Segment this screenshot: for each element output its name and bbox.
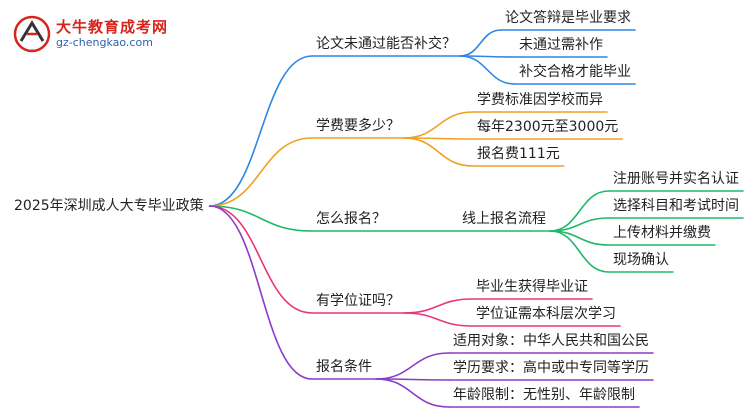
leaf-node: 学历要求：高中或中专同等学历 bbox=[453, 360, 649, 376]
branch-register: 怎么报名？ bbox=[316, 211, 386, 227]
branch-tuition: 学费要多少？ bbox=[316, 118, 400, 134]
leaf-node: 年龄限制：无性别、年龄限制 bbox=[453, 387, 635, 403]
branch-thesis: 论文未通过能否补交？ bbox=[316, 36, 456, 52]
site-logo: 大牛教育成考网 gz-chengkao.com bbox=[12, 14, 202, 54]
link-branch-leaf-0-2 bbox=[459, 55, 516, 85]
link-branch-leaf-1-0 bbox=[403, 111, 474, 139]
link-branch-leaf-4-0 bbox=[375, 352, 450, 380]
link-root-branch-0 bbox=[208, 55, 313, 207]
link-root-branch-1 bbox=[208, 137, 313, 207]
link-branch-leaf-1-2 bbox=[403, 137, 474, 167]
link-root-branch-2 bbox=[208, 205, 313, 232]
leaf-node: 毕业生获得毕业证 bbox=[476, 279, 588, 295]
branch-register-sub: 线上报名流程 bbox=[462, 211, 546, 227]
leaf-node: 论文答辩是毕业要求 bbox=[505, 10, 631, 26]
branch-degree: 有学位证吗？ bbox=[316, 293, 400, 309]
logo-name: 大牛教育成考网 bbox=[56, 18, 169, 36]
link-root-branch-3 bbox=[208, 205, 313, 314]
root-node: 2025年深圳成人大专毕业政策 bbox=[14, 198, 204, 214]
leaf-node: 选择科目和考试时间 bbox=[613, 198, 739, 214]
link-root-branch-4 bbox=[208, 205, 313, 380]
link-branch-leaf-4-2 bbox=[375, 378, 450, 408]
leaf-node: 学位证需本科层次学习 bbox=[476, 306, 616, 322]
leaf-node: 学费标准因学校而异 bbox=[477, 92, 603, 108]
link-branch-leaf-3-1 bbox=[403, 312, 473, 327]
leaf-node: 现场确认 bbox=[613, 252, 669, 268]
leaf-node: 未通过需补作 bbox=[519, 37, 603, 53]
link-branch-leaf-3-0 bbox=[403, 298, 473, 314]
leaf-node: 每年2300元至3000元 bbox=[477, 119, 619, 135]
leaf-node: 补交合格才能毕业 bbox=[519, 64, 631, 80]
branch-requirements: 报名条件 bbox=[316, 359, 372, 375]
link-branch-leaf-2-3 bbox=[549, 230, 610, 273]
link-branch-leaf-0-0 bbox=[459, 29, 502, 57]
leaf-node: 注册账号并实名认证 bbox=[613, 171, 739, 187]
logo-icon bbox=[13, 15, 51, 53]
leaf-node: 适用对象：中华人民共和国公民 bbox=[453, 333, 649, 349]
leaf-node: 报名费111元 bbox=[477, 146, 560, 162]
leaf-node: 上传材料并缴费 bbox=[613, 225, 711, 241]
logo-url: gz-chengkao.com bbox=[56, 36, 153, 49]
